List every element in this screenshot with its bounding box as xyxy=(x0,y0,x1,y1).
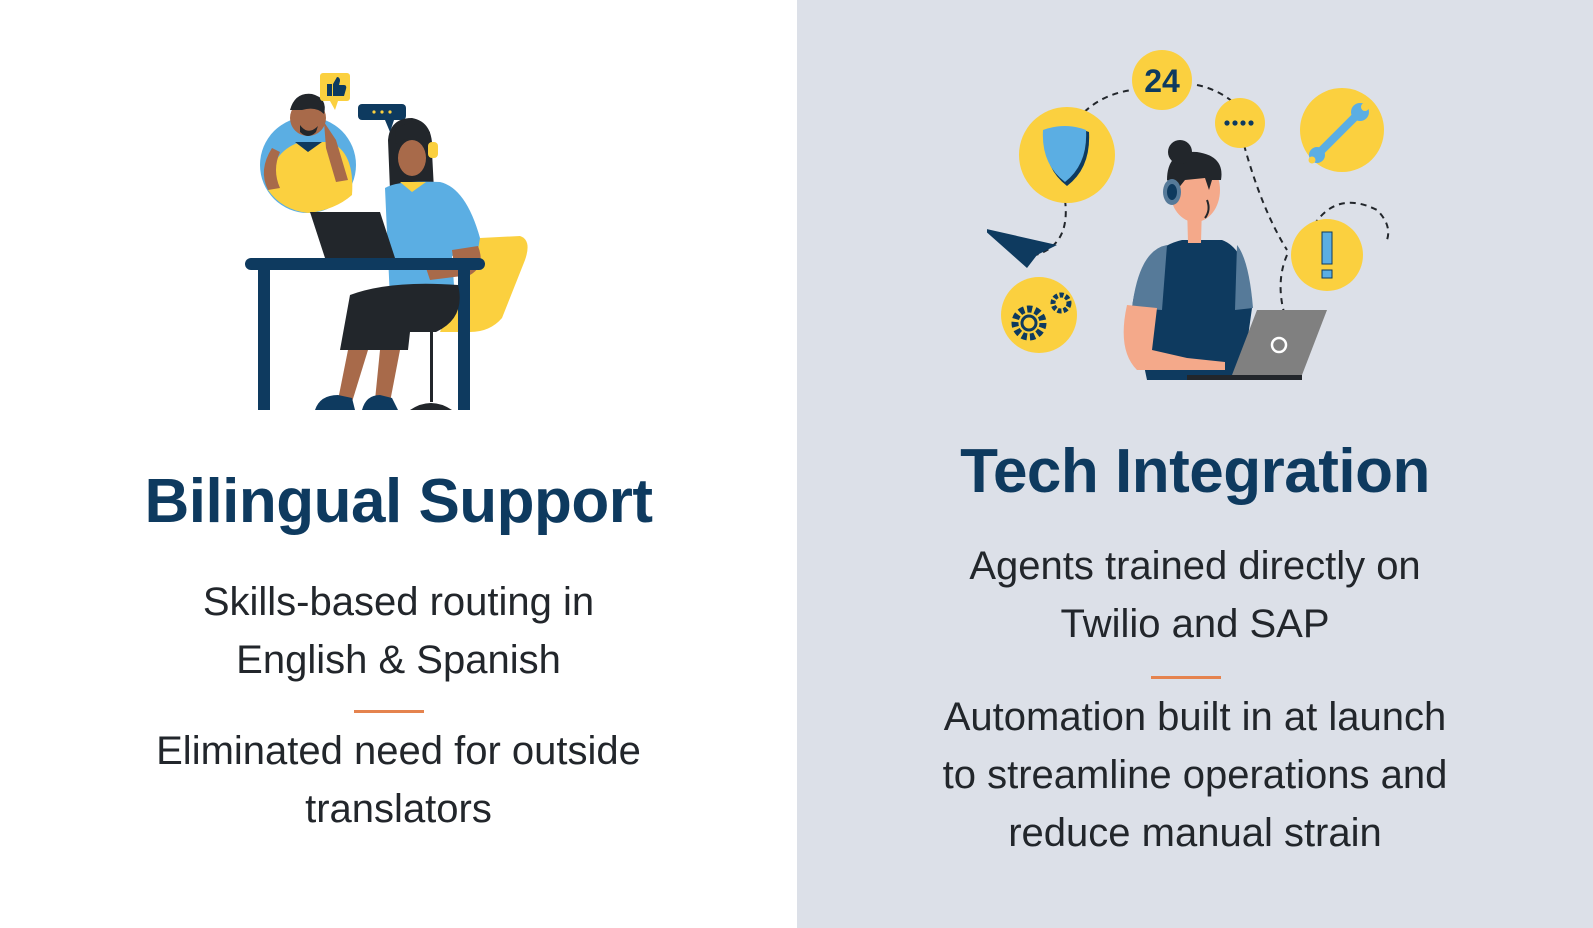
badge-24: 24 xyxy=(1144,63,1180,99)
bilingual-support-point-1: Skills-based routing in English & Spanis… xyxy=(202,580,595,682)
agent-at-desk-with-headset-icon xyxy=(245,73,528,410)
section-divider xyxy=(1151,676,1221,679)
tech-integration-title: Tech Integration xyxy=(960,437,1430,506)
tech-integration-point-1: Agents trained directly on Twilio and SA… xyxy=(969,544,1421,646)
tech-integration-point-2: Automation built in at launch to streaml… xyxy=(942,695,1448,855)
agent-with-laptop-tech-icons: 24 xyxy=(987,50,1390,380)
bilingual-support-title: Bilingual Support xyxy=(144,467,653,536)
section-divider xyxy=(354,710,424,713)
bilingual-support-panel: Bilingual Support Skills-based routing i… xyxy=(144,73,654,831)
bilingual-support-point-2: Eliminated need for outside translators xyxy=(156,729,641,831)
tech-integration-panel: 24 xyxy=(797,0,1593,928)
